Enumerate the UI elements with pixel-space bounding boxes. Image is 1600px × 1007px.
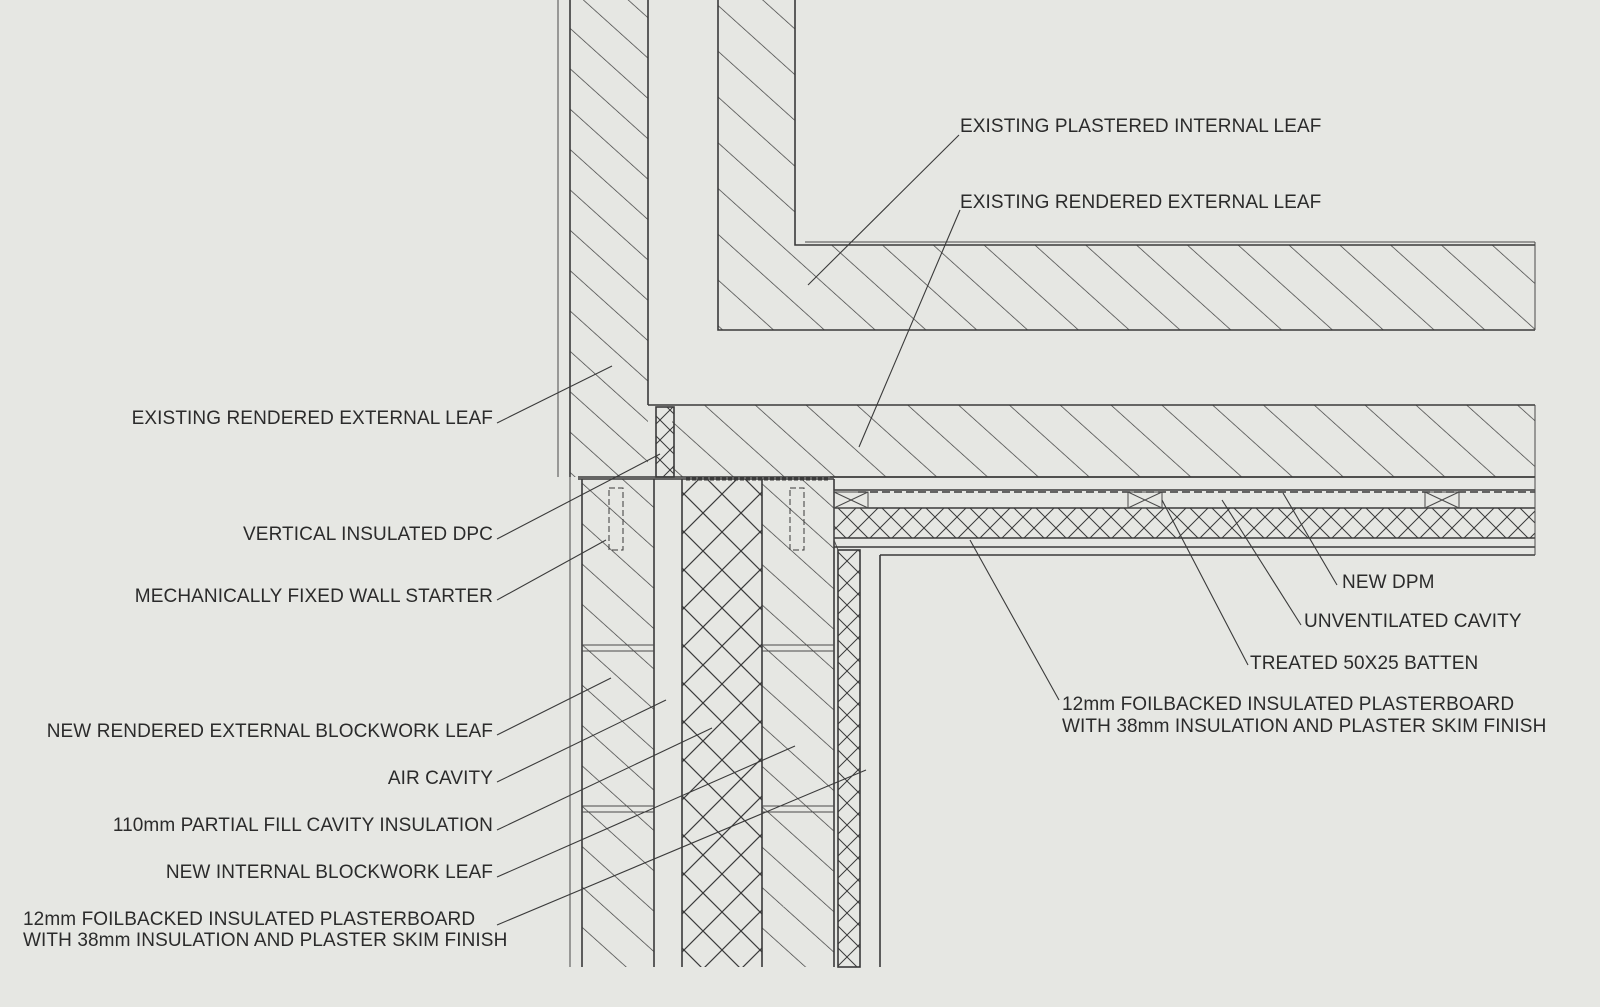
existing-internal-leaf — [717, 0, 1536, 331]
label-new-internal-blockwork-leaf: NEW INTERNAL BLOCKWORK LEAF — [166, 862, 493, 883]
label-mechanically-fixed-wall-starter: MECHANICALLY FIXED WALL STARTER — [135, 586, 493, 607]
label-existing-rendered-external-leaf-top: EXISTING RENDERED EXTERNAL LEAF — [960, 192, 1321, 213]
existing-external-leaf-horizontal — [648, 404, 1536, 478]
wall-starter-ties — [608, 487, 805, 551]
label-plasterboard-right-line1: 12mm FOILBACKED INSULATED PLASTERBOARD — [1062, 694, 1514, 715]
left-labels: EXISTING RENDERED EXTERNAL LEAF VERTICAL… — [23, 408, 507, 951]
new-wall-top-plate — [578, 476, 1535, 481]
label-unventilated-cavity: UNVENTILATED CAVITY — [1304, 611, 1522, 632]
new-internal-blockwork-leaf-block — [762, 479, 835, 967]
label-plasterboard-right-line2: WITH 38mm INSULATION AND PLASTER SKIM FI… — [1062, 716, 1546, 737]
vertical-insulated-dpc-strip — [655, 406, 675, 478]
label-new-rendered-external-blockwork-leaf: NEW RENDERED EXTERNAL BLOCKWORK LEAF — [47, 721, 493, 742]
label-existing-plastered-internal-leaf: EXISTING PLASTERED INTERNAL LEAF — [960, 116, 1321, 137]
partial-fill-cavity-insulation-block — [682, 479, 763, 967]
new-external-blockwork-leaf — [569, 477, 655, 967]
treated-batten-symbols — [833, 491, 1460, 509]
label-plasterboard-left-line2: WITH 38mm INSULATION AND PLASTER SKIM FI… — [23, 930, 507, 951]
leader-lines — [496, 134, 1338, 926]
right-labels: NEW DPM UNVENTILATED CAVITY TREATED 50X2… — [1062, 572, 1546, 737]
label-partial-fill-cavity-insulation: 110mm PARTIAL FILL CAVITY INSULATION — [113, 815, 493, 836]
existing-external-leaf-vertical — [557, 0, 649, 477]
label-treated-batten: TREATED 50X25 BATTEN — [1250, 653, 1478, 674]
ceiling-build-up — [833, 477, 1536, 556]
top-labels: EXISTING PLASTERED INTERNAL LEAF EXISTIN… — [960, 116, 1321, 213]
plasterboard-lining-vertical — [833, 539, 881, 968]
label-air-cavity: AIR CAVITY — [388, 768, 493, 789]
label-plasterboard-left-line1: 12mm FOILBACKED INSULATED PLASTERBOARD — [23, 909, 475, 930]
label-new-dpm: NEW DPM — [1342, 572, 1435, 593]
label-existing-rendered-external-leaf-left: EXISTING RENDERED EXTERNAL LEAF — [132, 408, 493, 429]
label-vertical-insulated-dpc: VERTICAL INSULATED DPC — [243, 524, 493, 545]
